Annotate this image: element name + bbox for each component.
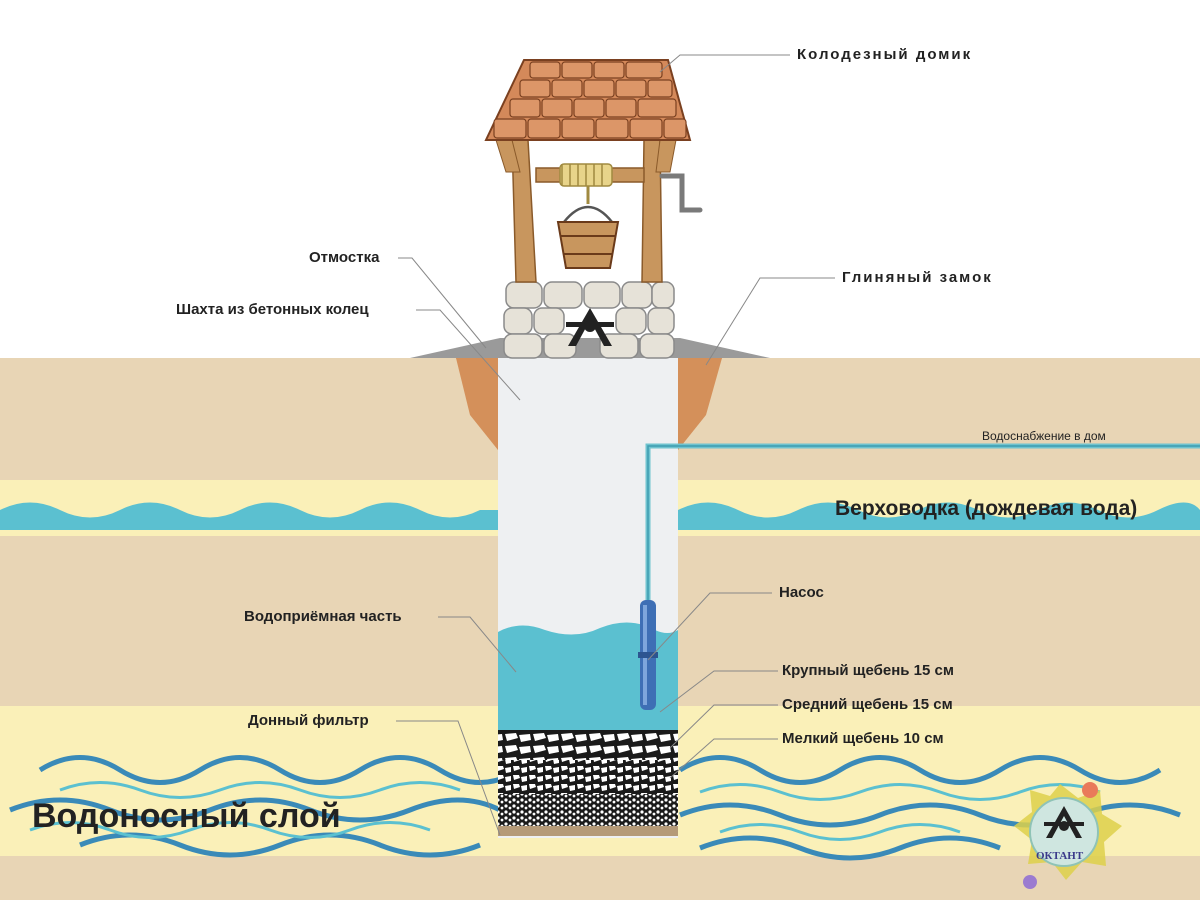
label-intake: Водоприёмная часть [244,608,402,625]
label-bottom-filter: Донный фильтр [248,712,369,729]
base-emblem [566,308,614,346]
label-medium-gravel: Средний щебень 15 см [782,696,953,713]
label-clay-lock: Глиняный замок [842,269,993,286]
label-coarse-gravel: Крупный щебень 15 см [782,662,954,679]
label-house-supply: Водоснабжение в дом [982,429,1106,443]
bucket [556,186,620,269]
label-pump: Насос [779,584,824,601]
label-apron: Отмостка [309,249,380,266]
label-fine-gravel: Мелкий щебень 10 см [782,730,944,747]
logo-text: ОКТАНТ [1036,850,1084,862]
label-well-house: Колодезный домик [797,46,973,63]
well-posts [495,139,677,283]
roof [484,59,692,141]
label-perched-water: Верховодка (дождевая вода) [835,497,1138,520]
pump [638,600,658,710]
apron [410,338,770,358]
label-shaft: Шахта из бетонных колец [176,301,369,318]
clay-lock [456,358,722,450]
bottom-filter [498,730,678,836]
label-aquifer: Водоносный слой [32,797,341,835]
leader-lines [396,54,835,836]
stone-base [503,281,675,359]
octant-logo [1014,782,1122,889]
water-pipe [645,443,1200,604]
windlass [535,163,703,213]
